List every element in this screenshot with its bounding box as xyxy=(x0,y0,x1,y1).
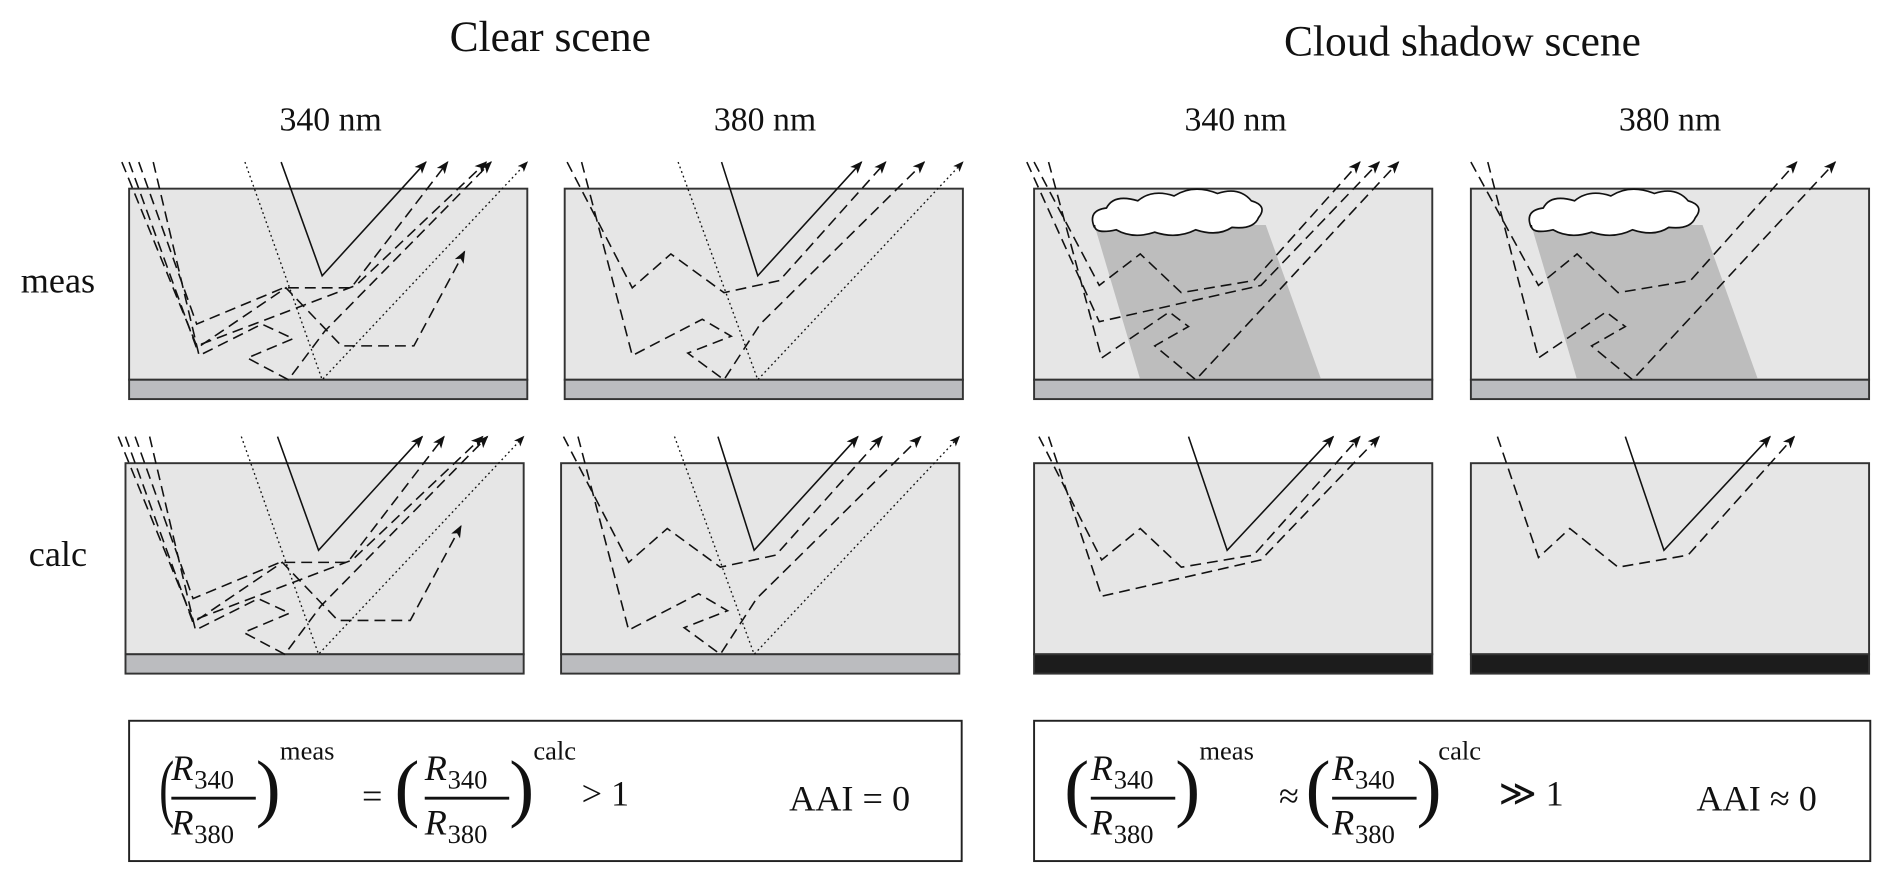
ray-surface-reflection xyxy=(240,435,525,656)
cloud-shadow-scene-title: Cloud shadow scene xyxy=(1284,18,1641,66)
ray-surface-scatter xyxy=(148,435,489,656)
ratio-numerator-sub-2: 340 xyxy=(448,764,488,794)
ratio-denominator-R: R xyxy=(1090,802,1113,842)
ray-single-scatter xyxy=(276,435,424,552)
atmosphere-layer xyxy=(1469,462,1871,656)
wavelength-label-shadow-380: 380 nm xyxy=(1619,102,1721,139)
superscript-calc: calc xyxy=(1438,735,1481,765)
wavelength-label-shadow-340: 340 nm xyxy=(1184,102,1286,139)
ratio-denominator-sub-2: 380 xyxy=(448,819,488,849)
wavelength-label-clear-340: 340 nm xyxy=(279,102,381,139)
surface-layer xyxy=(128,378,529,401)
ratio-denominator-R-2: R xyxy=(1331,802,1354,842)
panel-clear-340-calc xyxy=(117,435,525,675)
ratio-denominator-sub: 380 xyxy=(194,819,234,849)
ray-single-scatter xyxy=(720,161,863,278)
paren-close-2: ) xyxy=(1417,747,1442,830)
ray-surface-reflection xyxy=(244,161,529,381)
aai-value-cloud-shadow: AAI ≈ 0 xyxy=(1697,778,1817,818)
ray-multiple-scatter-1 xyxy=(124,436,462,625)
ray-multiple-scatter xyxy=(1026,161,1381,323)
atmosphere-layer xyxy=(128,187,529,381)
panel-shadow-340-meas xyxy=(1026,161,1434,401)
ratio-denominator-sub-2: 380 xyxy=(1355,819,1395,849)
ray-surface-scatter xyxy=(580,161,926,381)
ray-surface-scatter xyxy=(1487,161,1837,381)
surface-layer xyxy=(1469,378,1871,401)
ray-single-scatter xyxy=(280,161,427,278)
ray-surface-reflection xyxy=(677,161,964,381)
ratio-denominator-R-2: R xyxy=(424,802,447,842)
relation-equals: = xyxy=(362,776,382,816)
comparison: > 1 xyxy=(582,773,630,813)
ray-atmosphere-scatter xyxy=(566,161,887,294)
ratio-numerator-sub: 340 xyxy=(194,764,234,794)
atmosphere-layer xyxy=(563,187,964,381)
equation-cloud-shadow: ( R 340 R 380 ) meas ≈ ( R 340 R 380 ) c… xyxy=(1064,735,1817,848)
aai-value-clear: AAI = 0 xyxy=(789,778,910,818)
atmosphere-layer xyxy=(124,462,525,656)
surface-layer xyxy=(1033,653,1434,675)
surface-layer xyxy=(563,378,964,401)
paren-open: ( xyxy=(1064,747,1089,830)
equation-box-clear xyxy=(128,719,963,863)
atmosphere-layer xyxy=(560,462,961,656)
panel-shadow-380-meas xyxy=(1469,161,1871,401)
comparison: ≫ 1 xyxy=(1499,773,1564,813)
paren-close: ) xyxy=(1175,747,1200,830)
ray-atmosphere-scatter xyxy=(562,435,883,569)
paren-open: ( xyxy=(159,747,174,830)
row-label-meas: meas xyxy=(21,261,95,301)
ray-single-scatter xyxy=(717,435,859,552)
paren-close: ) xyxy=(256,747,281,830)
ratio-numerator-sub: 340 xyxy=(1114,764,1154,794)
ratio-numerator-R-2: R xyxy=(424,748,447,788)
row-label-calc: calc xyxy=(29,534,87,574)
ratio-numerator-R: R xyxy=(1090,748,1113,788)
superscript-meas: meas xyxy=(280,735,335,765)
superscript-calc: calc xyxy=(533,735,576,765)
panel-clear-380-meas xyxy=(563,161,964,401)
ratio-numerator-R-2: R xyxy=(1331,748,1354,788)
ratio-numerator-R: R xyxy=(170,748,193,788)
ray-atmosphere-scatter xyxy=(1038,435,1361,569)
surface-layer xyxy=(1469,653,1871,675)
surface-layer xyxy=(560,653,961,675)
superscript-meas: meas xyxy=(1199,735,1254,765)
clear-scene-title: Clear scene xyxy=(450,13,651,61)
paren-open-2: ( xyxy=(1306,747,1331,830)
ray-multiple-scatter-1 xyxy=(128,161,466,350)
paren-open-2: ( xyxy=(395,747,420,830)
ray-single-scatter xyxy=(1187,435,1335,552)
ray-single-scatter xyxy=(1624,435,1771,552)
ratio-denominator-R: R xyxy=(170,802,193,842)
cloud-icon xyxy=(1091,188,1263,237)
cloud-icon xyxy=(1528,188,1700,237)
relation-approx: ≈ xyxy=(1279,776,1299,816)
panel-clear-340-meas xyxy=(121,161,529,401)
ray-surface-scatter xyxy=(1047,161,1400,381)
wavelength-label-clear-380: 380 nm xyxy=(714,102,816,139)
panel-shadow-340-calc xyxy=(1033,435,1434,675)
ray-multiple-scatter-2 xyxy=(121,161,488,347)
panel-shadow-380-calc xyxy=(1469,435,1871,675)
ray-surface-reflection xyxy=(673,435,961,656)
ratio-numerator-sub-2: 340 xyxy=(1355,764,1395,794)
ray-atmosphere-scatter xyxy=(1496,435,1796,569)
ratio-denominator-sub: 380 xyxy=(1114,819,1154,849)
panel-clear-380-calc xyxy=(560,435,961,675)
paren-close-2: ) xyxy=(509,747,534,830)
surface-layer xyxy=(1033,378,1434,401)
ray-multiple-scatter-2 xyxy=(117,435,484,622)
ray-atmosphere-scatter xyxy=(1470,161,1798,294)
equation-clear: ( R 340 R 380 ) meas = ( R 340 R 380 ) c… xyxy=(159,735,910,848)
equation-box-cloud-shadow xyxy=(1033,719,1872,863)
ray-atmosphere-scatter xyxy=(1033,161,1361,294)
ray-surface-scatter xyxy=(152,161,492,381)
ray-surface-scatter xyxy=(577,435,922,656)
surface-layer xyxy=(124,653,525,675)
